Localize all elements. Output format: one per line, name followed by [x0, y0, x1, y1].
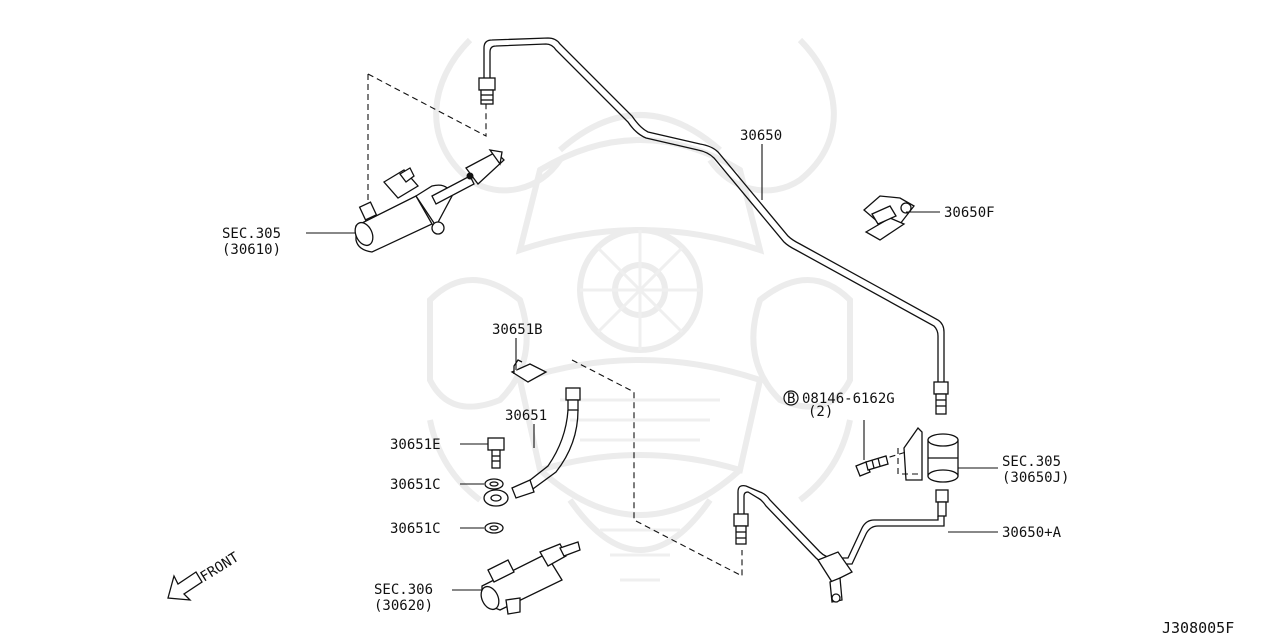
- label-operating-part: (30620): [374, 598, 433, 614]
- label-master-sec: SEC.305: [222, 226, 281, 242]
- pipe-clip: [863, 195, 915, 241]
- hose-bolt: [487, 437, 505, 469]
- label-bolt: 30651E: [390, 437, 441, 453]
- label-damper-part: (30650J): [1002, 470, 1069, 486]
- clutch-pipe-a: [733, 484, 945, 603]
- damper-bolt: [855, 455, 889, 477]
- label-washer-upper: 30651C: [390, 477, 441, 493]
- master-connection-dashed: [367, 73, 487, 210]
- label-pipe-main: 30650: [740, 128, 782, 144]
- label-pipe-a: 30650+A: [1002, 525, 1062, 541]
- hose-connection-dashed: [571, 359, 743, 577]
- front-direction-label: FRONT: [198, 549, 243, 585]
- bolt-marker-circle: [783, 390, 799, 406]
- samurai-helmet-watermark: [427, 37, 853, 582]
- label-bolt-bracket-qty: (2): [808, 404, 833, 420]
- bolt-marker-letter: B: [787, 391, 795, 407]
- label-damper-sec: SEC.305: [1002, 454, 1061, 470]
- clutch-pipe-main: [478, 37, 949, 415]
- clutch-hose: [483, 387, 581, 507]
- clutch-operating-cylinder: [480, 541, 581, 615]
- leader-lines: [306, 144, 998, 591]
- diagram-code: J308005F: [1162, 619, 1234, 637]
- clutch-master-cylinder: [354, 149, 505, 253]
- washer-upper: [484, 478, 504, 490]
- label-clip: 30650F: [944, 205, 995, 221]
- label-operating-sec: SEC.306: [374, 582, 433, 598]
- label-bolt-bracket-code: 08146-6162G: [802, 391, 895, 407]
- clutch-damper: [903, 426, 959, 517]
- label-master-part: (30610): [222, 242, 281, 258]
- label-washer-lower: 30651C: [390, 521, 441, 537]
- label-hose: 30651: [505, 408, 547, 424]
- label-bracket: 30651B: [492, 322, 543, 338]
- front-direction-arrow: [167, 571, 203, 601]
- washer-lower: [484, 522, 504, 534]
